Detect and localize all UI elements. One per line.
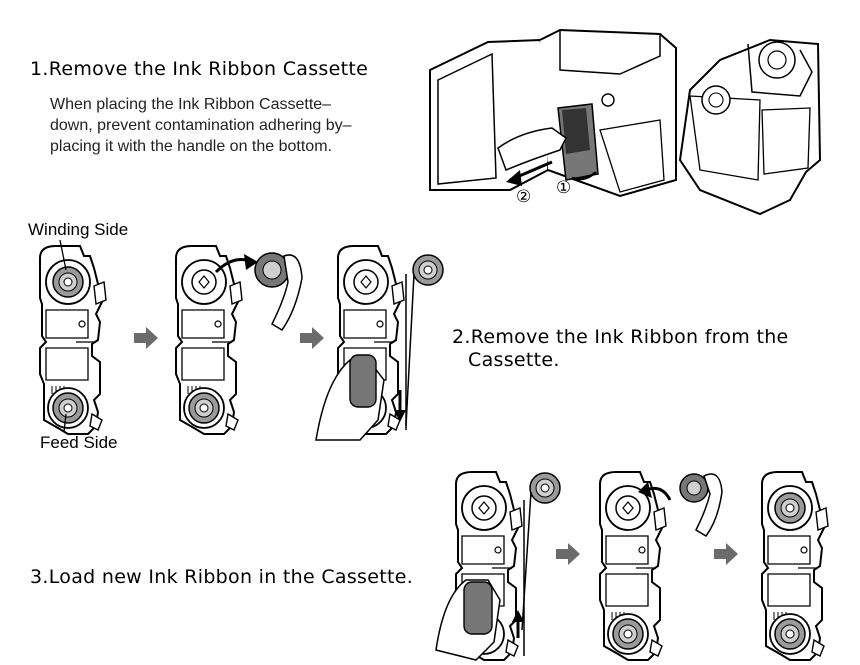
step1-marker-2: ② (516, 187, 531, 207)
step1-note-line-3: placing it with the handle on the bottom… (50, 138, 332, 155)
step1-note-line-2: down, prevent contamination adhering by– (50, 117, 352, 134)
cassette-standalone-illustration (678, 38, 822, 216)
step2-arrow-2 (300, 327, 324, 349)
feed-side-label: Feed Side (40, 433, 118, 452)
step3-top-spool (529, 472, 561, 504)
winding-side-leader (59, 239, 67, 271)
step2-ribbon-line (405, 273, 415, 427)
feed-side-leader (63, 413, 67, 433)
step2-title-line-1: 2.Remove the Ink Ribbon from the (452, 326, 789, 348)
step3-cassette-3 (761, 471, 829, 661)
step3-cassette-2 (599, 471, 672, 661)
step2-cassette-3 (337, 245, 407, 435)
step2-removed-spool (254, 252, 303, 332)
step2-cassette-2 (175, 245, 258, 435)
step2-arrow-1 (134, 327, 158, 349)
step1-marker-1: ① (556, 178, 571, 198)
step2-title: 2.Remove the Ink Ribbon from the Cassett… (452, 326, 789, 372)
step2-top-spool (412, 254, 444, 286)
step2-cassette-1 (39, 245, 107, 435)
step1-note-line-1: When placing the Ink Ribbon Cassette– (50, 96, 332, 113)
step3-spool-in-hand (679, 473, 723, 537)
winding-side-label: Winding Side (28, 220, 129, 239)
step3-arrow-2 (714, 543, 738, 565)
step3-title: 3.Load new Ink Ribbon in the Cassette. (30, 566, 414, 588)
step2-title-line-2: Cassette. (468, 349, 560, 371)
step1-note: When placing the Ink Ribbon Cassette– do… (50, 94, 352, 157)
printer-open-door-illustration (429, 28, 677, 198)
step2-hand-pull (315, 354, 406, 441)
step1-title: 1.Remove the Ink Ribbon Cassette (30, 58, 369, 80)
step3-hand-insert (435, 579, 524, 661)
step3-cassette-1 (455, 471, 525, 661)
step3-arrow-1 (556, 543, 580, 565)
step3-ribbon-line (521, 491, 532, 631)
